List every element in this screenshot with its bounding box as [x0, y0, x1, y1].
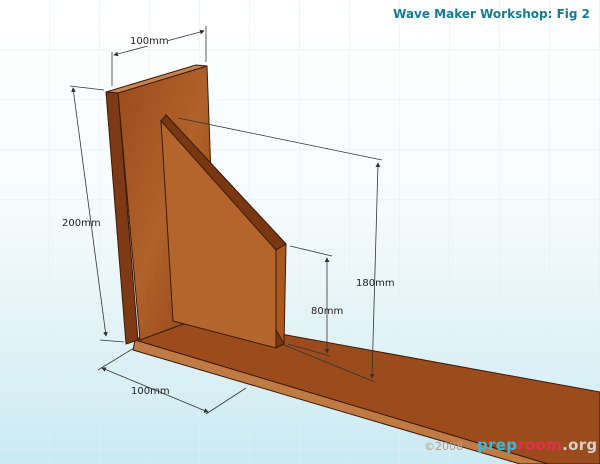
dimension-lines — [69, 26, 383, 415]
dimension-support-short-edge: 80mm — [311, 306, 343, 317]
label-bg — [126, 33, 168, 46]
figure-title: Wave Maker Workshop: Fig 2 — [393, 7, 590, 21]
preproom-logo: preproom.org — [477, 436, 597, 454]
copyright: ©2008 — [424, 440, 463, 453]
dimension-height: 200mm — [62, 218, 101, 229]
logo-prefix: prep — [477, 436, 518, 454]
dimension-support-height: 180mm — [356, 278, 395, 289]
support-brace — [160, 113, 287, 349]
logo-mid: room — [517, 436, 563, 454]
logo-suffix: .org — [562, 436, 598, 454]
dimension-top-width: 100mm — [130, 36, 169, 47]
dimension-base-depth: 100mm — [131, 386, 170, 397]
